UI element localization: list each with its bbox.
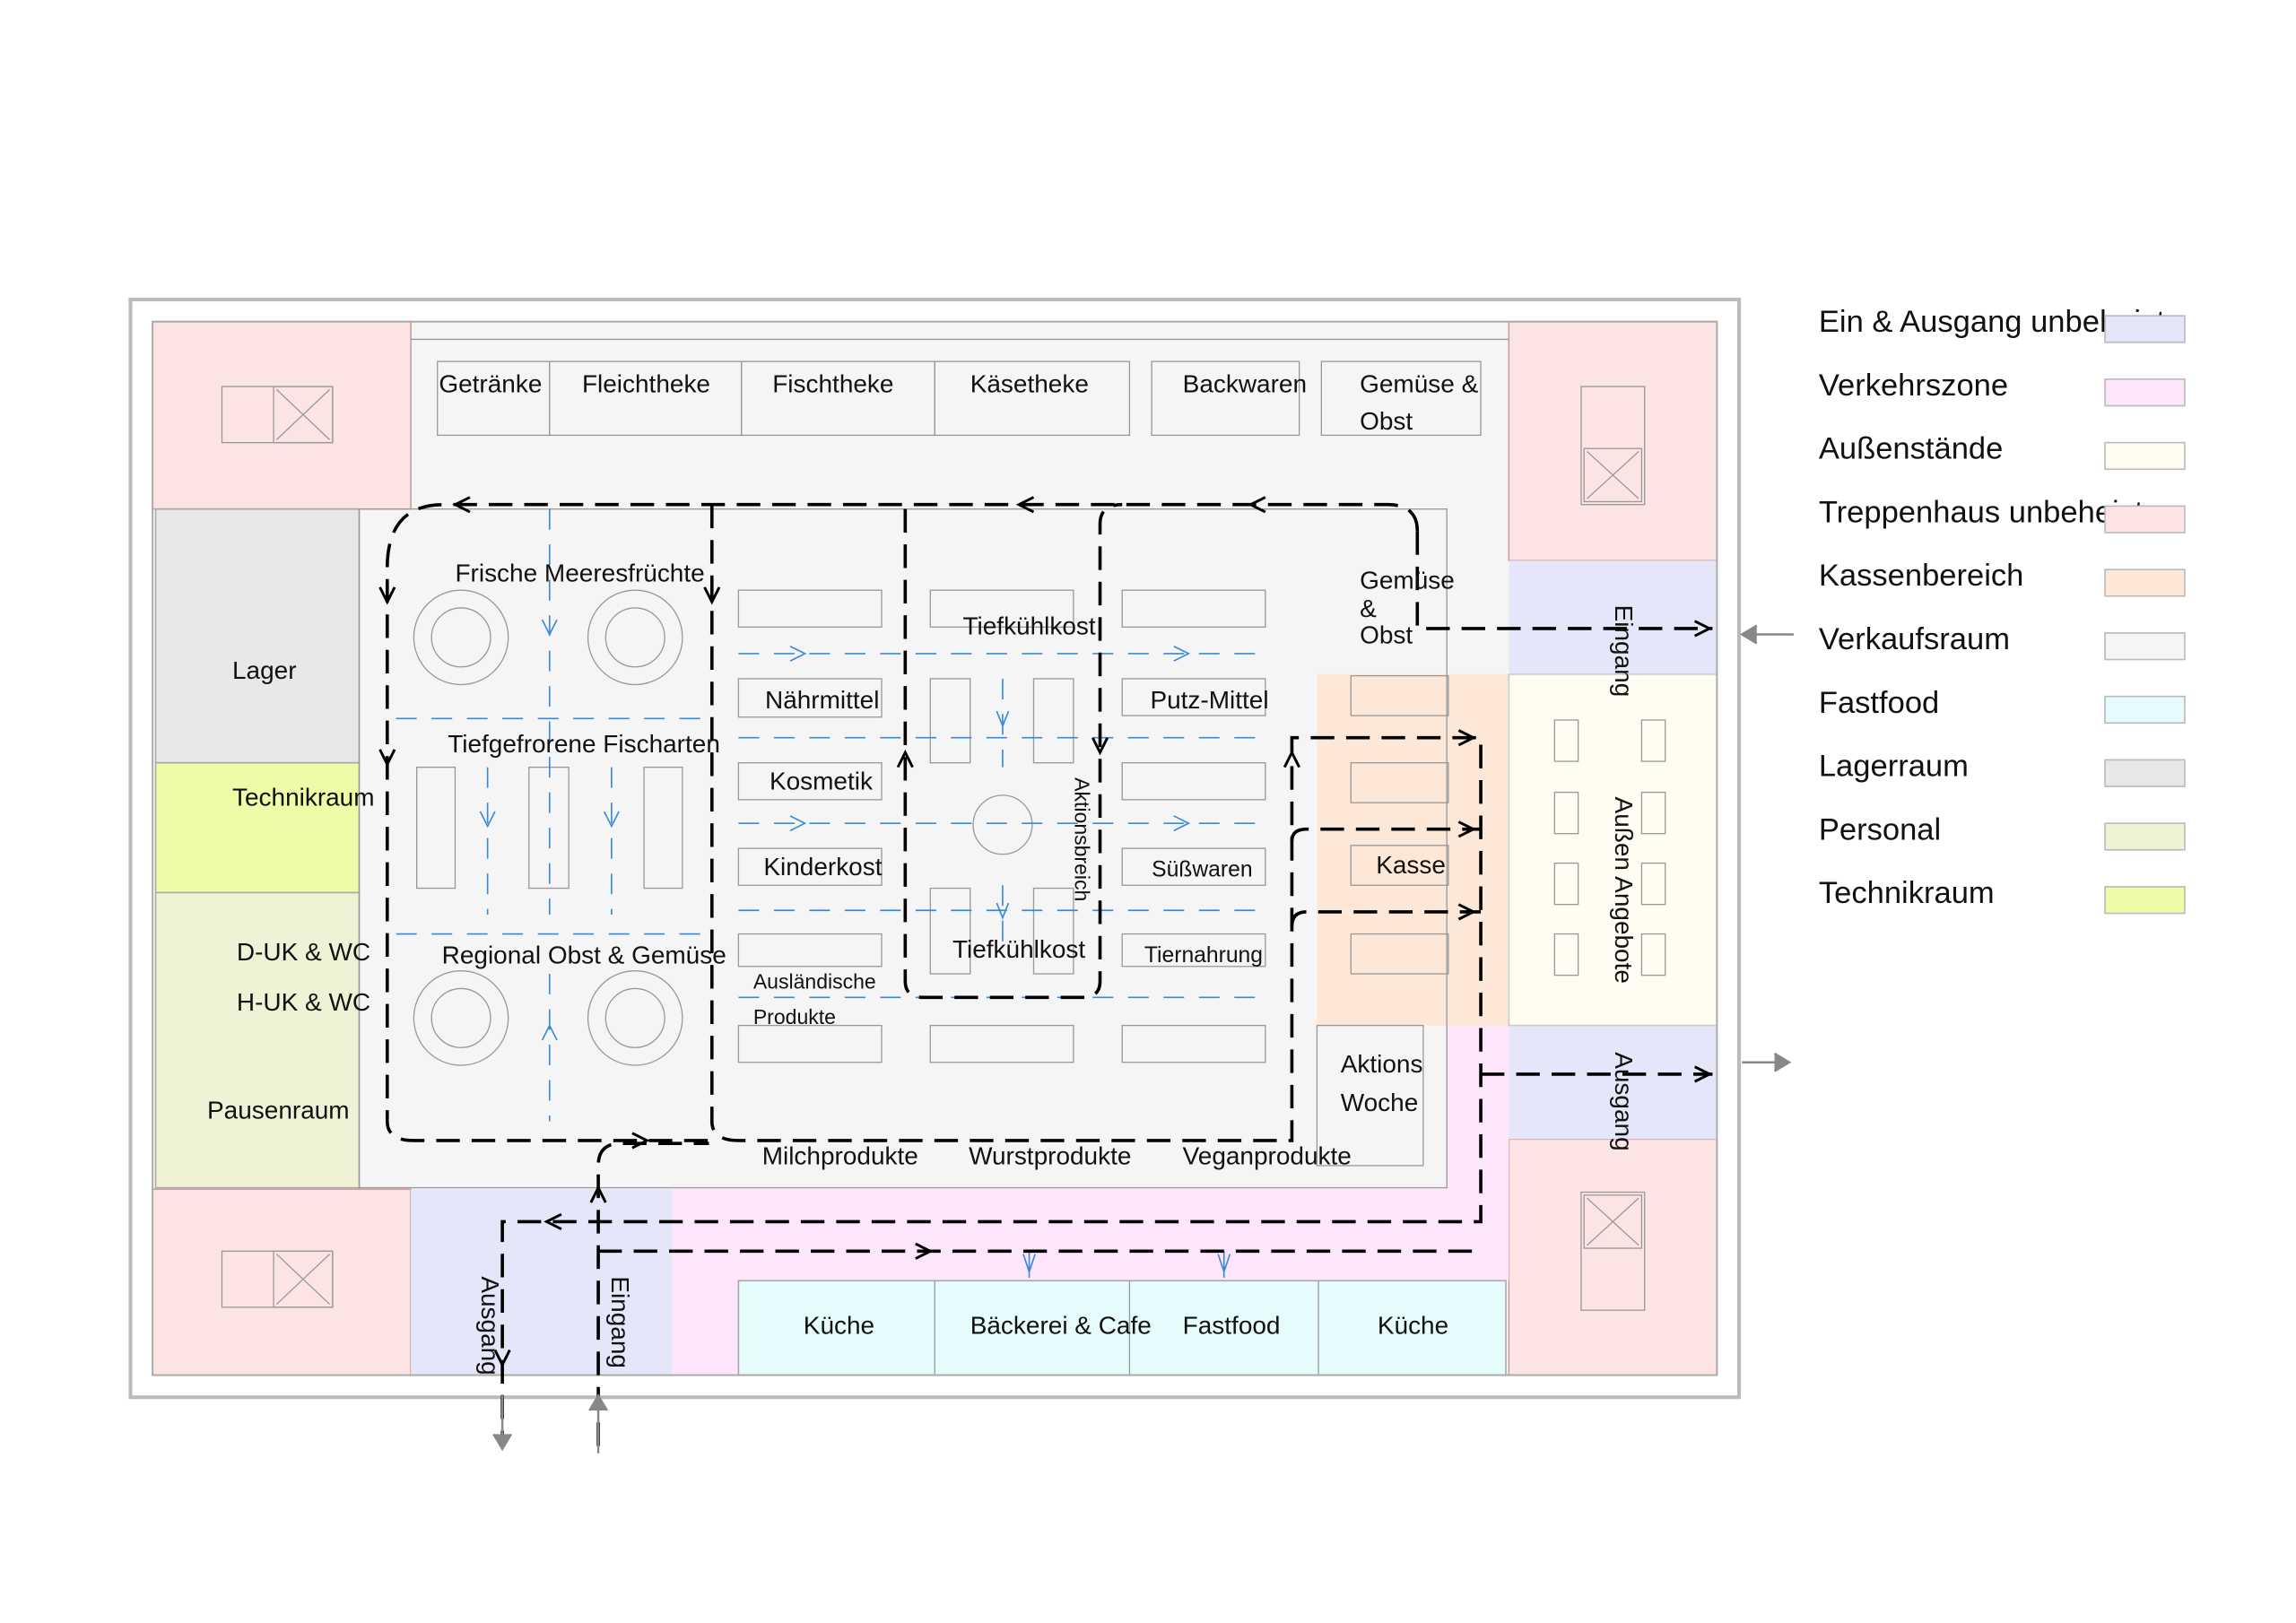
aussen-zone (1508, 673, 1718, 1027)
stair-bottom-left (152, 1188, 412, 1376)
legend-swatch (2104, 695, 2186, 725)
area-suesswaren: Süßwaren (1152, 857, 1252, 881)
area-wurstprodukte: Wurstprodukte (969, 1141, 1131, 1169)
stair-details (221, 386, 1646, 1311)
legend-swatch (2104, 886, 2186, 915)
area-gemuese: Gemüse (1360, 567, 1455, 595)
room-aussen-angebote: Außen Angebote (1610, 797, 1638, 984)
room-huk-wc: H-UK & WC (237, 988, 370, 1016)
room-kueche-1: Küche (804, 1311, 874, 1339)
area-aktions: Aktions (1341, 1050, 1423, 1078)
room-baeckerei-cafe: Bäckerei & Cafe (970, 1311, 1152, 1339)
legend-label: Kassenbereich (1819, 559, 2024, 593)
area-putzmittel: Putz-Mittel (1150, 686, 1268, 714)
area-fischarten: Tiefgefrorene Fischarten (448, 730, 720, 758)
area-and: & (1360, 595, 1377, 622)
room-kueche-2: Küche (1378, 1311, 1448, 1339)
area-meeresfruechte: Frische Meeresfrüchte (455, 559, 704, 586)
room-lager: Lager (232, 656, 297, 684)
area-produkte: Produkte (753, 1005, 836, 1028)
area-veganprodukte: Veganprodukte (1183, 1141, 1352, 1169)
fastfood-zone (737, 1280, 1507, 1376)
legend-swatch (2104, 378, 2186, 407)
room-kasse: Kasse (1376, 851, 1446, 879)
stair-bottom-right (1508, 1138, 1718, 1376)
legend-swatch (2104, 632, 2186, 661)
area-tiefkuehl-1: Tiefkühlkost (962, 612, 1095, 640)
counter-fleischtheke: Fleichtheke (582, 370, 710, 398)
legend-swatch (2104, 315, 2186, 343)
legend-swatch (2104, 568, 2186, 597)
area-aktionsbereich: Aktionsbreich (1071, 777, 1094, 901)
legend-label: Verkehrszone (1819, 369, 2008, 403)
legend-label: Lagerraum (1819, 750, 1969, 784)
legend-swatch (2104, 759, 2186, 787)
ausgang-right-zone (1509, 1025, 1718, 1140)
room-technikraum: Technikraum (232, 783, 375, 811)
legend-label: Technikraum (1819, 876, 1995, 910)
legend-label: Verkaufsraum (1819, 622, 2010, 656)
customer-flow-secondary (396, 508, 1270, 1278)
room-duk-wc: D-UK & WC (237, 938, 370, 966)
area-auslaendische: Ausländische (753, 969, 876, 993)
personal-zone (154, 891, 361, 1189)
counter-gemuese: Gemüse & (1360, 370, 1478, 398)
verkehrs-zone (672, 1025, 1509, 1376)
stair-top-right (1508, 320, 1718, 562)
area-tiernahrung: Tiernahrung (1144, 943, 1263, 968)
area-obst: Obst (1360, 621, 1413, 648)
customer-flow-main (378, 496, 1794, 1454)
legend-swatch (2104, 441, 2186, 471)
counter-fischtheke: Fischtheke (772, 370, 893, 398)
legend-swatch (2104, 505, 2186, 534)
room-pausenraum: Pausenraum (207, 1096, 350, 1124)
counter-kaesetheke: Käsetheke (970, 370, 1089, 398)
room-ausgang-right: Ausgang (1610, 1052, 1638, 1150)
area-kinderkost: Kinderkost (763, 853, 882, 881)
legend-label: Fastfood (1819, 686, 1939, 720)
lager-zone (154, 508, 361, 764)
eingang-right-zone (1509, 560, 1718, 674)
entrance-arrow-icon (492, 624, 1794, 1454)
area-woche: Woche (1341, 1089, 1419, 1116)
area-regional: Regional Obst & Gemüse (442, 941, 726, 968)
room-ausgang-bottom: Ausgang (476, 1276, 504, 1375)
legend-label: Außenstände (1819, 432, 2004, 466)
counter-obst: Obst (1360, 407, 1413, 435)
stair-top-left (152, 320, 412, 510)
technik-zone (154, 761, 361, 894)
area-kosmetik: Kosmetik (770, 767, 874, 794)
fixtures (413, 589, 1666, 1167)
counter-getraenke: Getränke (439, 370, 542, 398)
area-tiefkuehl-2: Tiefkühlkost (952, 935, 1085, 963)
room-eingang-bottom: Eingang (606, 1276, 634, 1368)
area-naehrmittel: Nährmittel (765, 686, 879, 714)
counter-outlines (411, 338, 1509, 437)
legend-label: Treppenhaus unbeheizt (1819, 495, 2144, 529)
legend-swatch (2104, 822, 2186, 851)
kassen-zone (1317, 673, 1509, 1026)
legend-label: Personal (1819, 812, 1941, 846)
area-milchprodukte: Milchprodukte (762, 1141, 918, 1169)
room-eingang-right: Eingang (1610, 605, 1638, 698)
room-fastfood: Fastfood (1183, 1311, 1281, 1339)
legend: Ein & Ausgang unbeheiztVerkehrszoneAußen… (1819, 305, 2186, 915)
counter-backwaren: Backwaren (1183, 370, 1307, 398)
